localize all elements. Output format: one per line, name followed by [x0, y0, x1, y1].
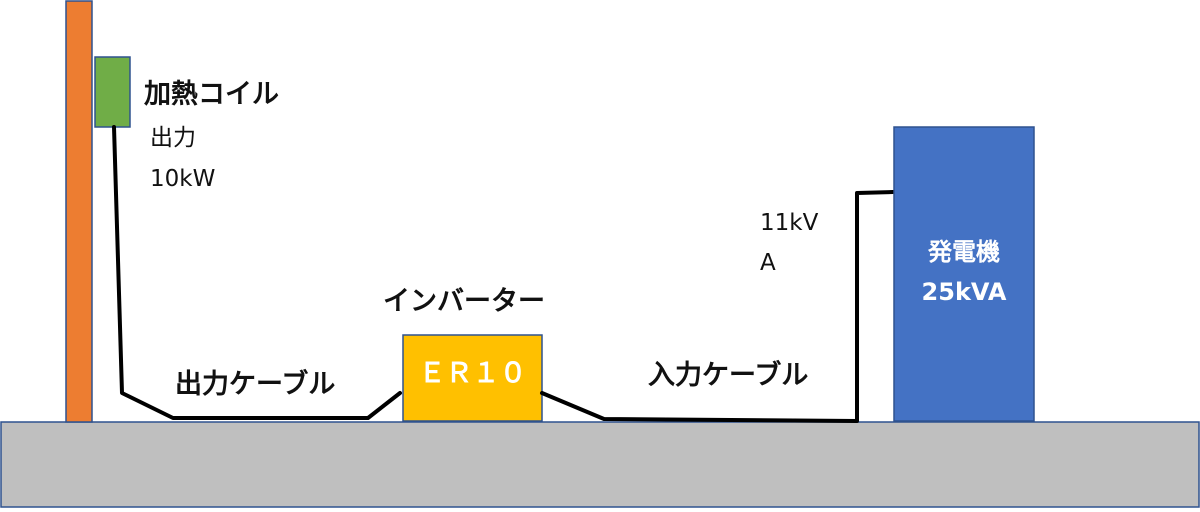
- generator-box: [893, 126, 1035, 422]
- input-cable-label: 入力ケーブル: [648, 360, 809, 391]
- inverter-model-label: ＥＲ１０: [418, 358, 527, 389]
- generator-name-label: 発電機: [928, 238, 1000, 266]
- output-power-value: 10kW: [150, 166, 216, 192]
- heating-coil-label: 加熱コイル: [144, 79, 279, 110]
- output-cable-label: 出力ケーブル: [175, 369, 336, 400]
- ground: [0, 421, 1200, 508]
- output-cable-line: [112, 125, 402, 420]
- orange-pole: [65, 0, 93, 423]
- generator-current-line2: A: [760, 250, 776, 276]
- heating-coil-box: [94, 56, 131, 128]
- inverter-box: [402, 334, 543, 422]
- output-power-prefix: 出力: [150, 125, 196, 151]
- inverter-label: インバーター: [383, 286, 545, 317]
- generator-current-line1: 11kV: [760, 210, 819, 236]
- generator-rating-label: 25kVA: [921, 278, 1007, 306]
- input-cable-line: [540, 190, 895, 423]
